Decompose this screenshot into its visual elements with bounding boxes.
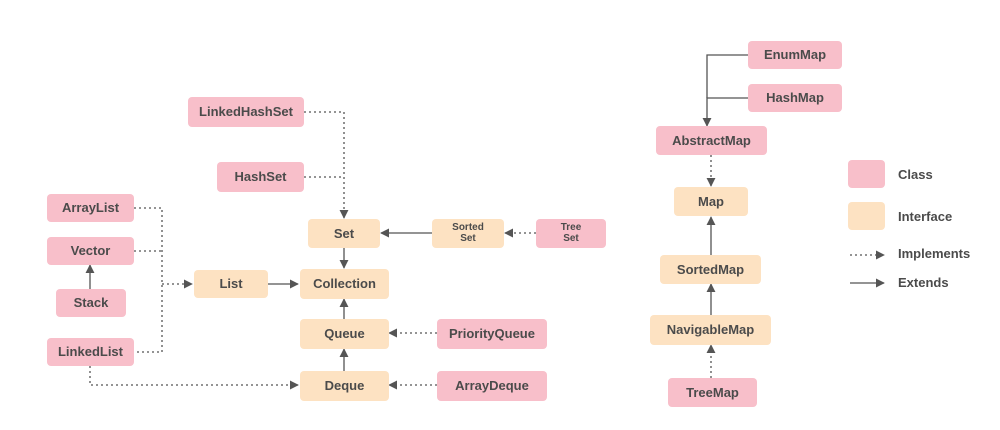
node-abstractmap: AbstractMap (656, 126, 767, 155)
node-map: Map (674, 187, 748, 216)
legend-class-label: Class (898, 167, 933, 182)
node-linkedlist: LinkedList (47, 338, 134, 366)
node-navigablemap: NavigableMap (650, 315, 771, 345)
node-arraydeque: ArrayDeque (437, 371, 547, 401)
node-sortedmap: SortedMap (660, 255, 761, 284)
node-arraylist: ArrayList (47, 194, 134, 222)
node-list: List (194, 270, 268, 298)
node-vector: Vector (47, 237, 134, 265)
node-treeset: Tree Set (536, 219, 606, 248)
edge-linkedhashset-set (304, 111, 349, 219)
edge-enummap-abstractmap (706, 54, 748, 98)
node-deque: Deque (300, 371, 389, 401)
legend-class-swatch (848, 160, 885, 188)
node-treemap: TreeMap (668, 378, 757, 407)
edge-arraylist-list (134, 207, 163, 353)
node-collection: Collection (300, 269, 389, 299)
legend-extends-label: Extends (898, 275, 949, 290)
node-linkedhashset: LinkedHashSet (188, 97, 304, 127)
node-stack: Stack (56, 289, 126, 317)
node-enummap: EnumMap (748, 41, 842, 69)
node-priorityqueue: PriorityQueue (437, 319, 547, 349)
edge-hashmap-abstractmap (702, 97, 748, 127)
node-set: Set (308, 219, 380, 248)
node-hashset: HashSet (217, 162, 304, 192)
edge-linkedlist-deque (89, 366, 299, 390)
node-hashmap: HashMap (748, 84, 842, 112)
legend-interface-label: Interface (898, 209, 953, 224)
node-sortedset: Sorted Set (432, 219, 504, 248)
legend-implements-label: Implements (898, 246, 971, 261)
legend-interface-swatch (848, 202, 885, 230)
node-queue: Queue (300, 319, 389, 349)
